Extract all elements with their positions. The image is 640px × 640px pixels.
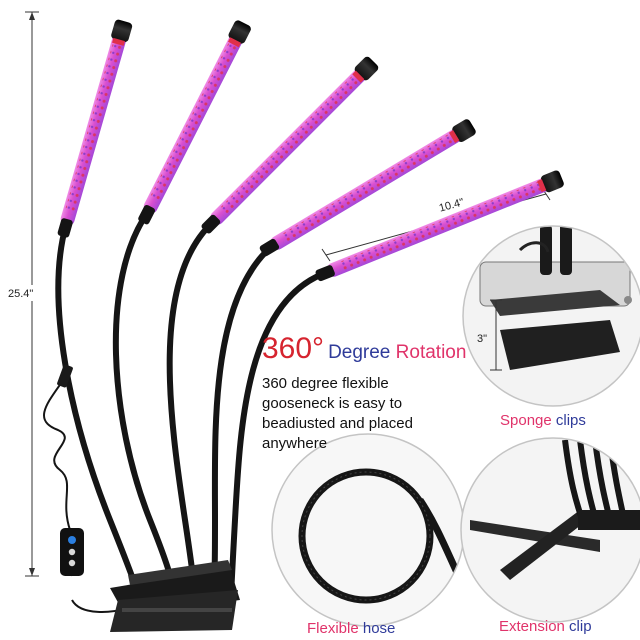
gooseneck-3 — [166, 219, 216, 603]
led-bar-5 — [315, 170, 564, 282]
extension-clip-label: Extension clip — [499, 618, 592, 635]
led-bar-3 — [201, 56, 379, 234]
height-dimension — [20, 11, 44, 577]
sponge-clips-label: Sponge clips — [500, 412, 586, 429]
mode-icon — [68, 559, 76, 567]
led-bar-4 — [259, 119, 476, 257]
clip-depth-label: 3" — [477, 333, 488, 345]
gooseneck-2 — [112, 209, 176, 603]
power-cable — [43, 375, 141, 613]
degree-word: Degree — [328, 342, 391, 363]
usb-plug — [57, 364, 73, 388]
degree-big: 360° — [262, 332, 325, 365]
flexible-hose-inset — [271, 433, 465, 627]
timer-icon — [68, 548, 76, 556]
flexible-hose-label: Flexible hose — [307, 620, 396, 637]
power-icon — [68, 536, 76, 544]
rotation-word: Rotation — [395, 342, 467, 363]
led-bar-1 — [57, 19, 133, 238]
sponge-clips-inset — [462, 225, 640, 407]
extension-clip-inset — [460, 437, 640, 623]
controller — [60, 528, 84, 576]
height-dimension-label: 25.4" — [8, 288, 34, 300]
feature-description: 360 degree flexible gooseneck is easy to… — [262, 375, 413, 452]
base-clamp — [110, 560, 240, 632]
led-bar-2 — [138, 20, 251, 225]
rotation-heading: 360°Degree Rotation — [262, 334, 466, 364]
